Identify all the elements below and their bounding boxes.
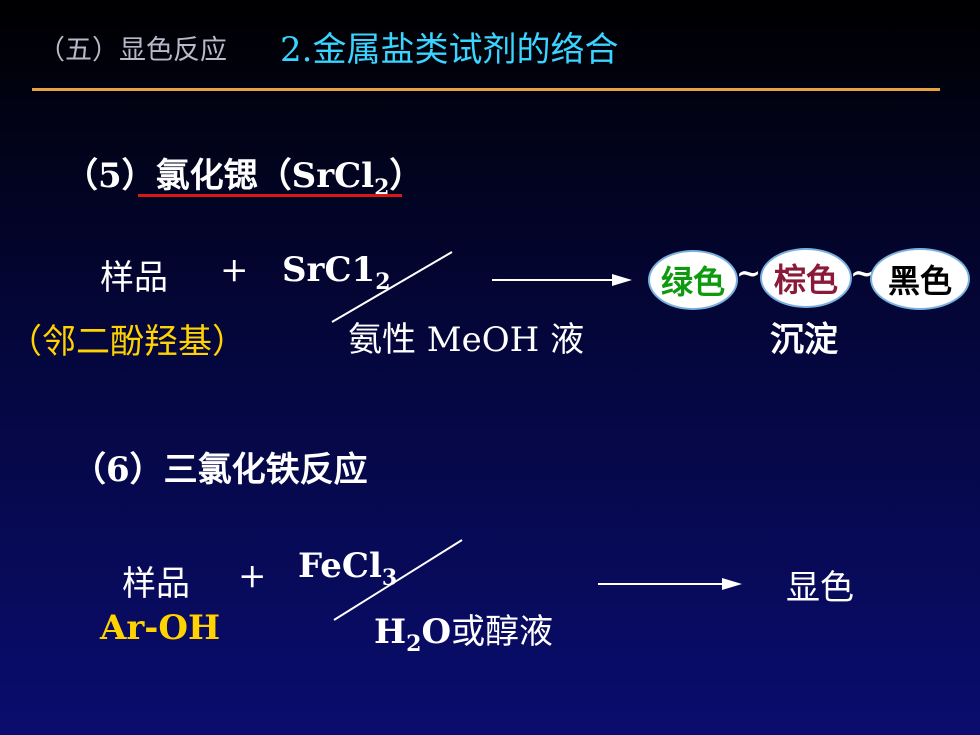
reaction5-result-note: 沉淀 xyxy=(770,320,838,360)
reaction5-slash xyxy=(331,251,453,323)
reaction5-sample: 样品 xyxy=(100,258,168,298)
reaction6-sample: 样品 xyxy=(122,564,190,604)
reaction6-slash xyxy=(333,539,463,621)
reaction5-substrate: （邻二酚羟基） xyxy=(8,322,246,362)
reaction5-reagent: SrC12 xyxy=(282,250,391,295)
result-brown-label: 棕色 xyxy=(773,261,838,299)
reaction5-condition: 氨性 MeOH 液 xyxy=(348,320,585,360)
reaction6-result: 显色 xyxy=(786,568,854,608)
title-divider xyxy=(32,88,940,91)
result-black-bubble: 黑色 xyxy=(870,248,970,310)
page-title: 2.金属盐类试剂的络合 xyxy=(280,30,619,70)
reaction6-solvent: H2O或醇液 xyxy=(374,612,554,657)
reaction6-arrowhead xyxy=(722,578,742,590)
reaction5-arrowhead xyxy=(612,274,632,286)
reaction6-heading: （6）三氯化铁反应 xyxy=(72,450,368,490)
result-black-label: 黑色 xyxy=(887,262,952,300)
reaction6-plus: + xyxy=(238,556,267,596)
tilde-1: ~ xyxy=(736,256,762,291)
heading-underline xyxy=(138,194,402,197)
result-brown-bubble: 棕色 xyxy=(760,248,852,308)
result-green-label: 绿色 xyxy=(660,263,725,301)
result-green-bubble: 绿色 xyxy=(648,250,738,310)
reaction5-plus: + xyxy=(220,250,249,290)
reaction6-reagent: FeCl3 xyxy=(298,546,398,591)
section-label: （五）显色反应 xyxy=(38,35,227,66)
reaction5-heading: （5）氯化锶（SrCl2） xyxy=(64,156,424,201)
reaction6-substrate: Ar-OH xyxy=(100,608,221,648)
